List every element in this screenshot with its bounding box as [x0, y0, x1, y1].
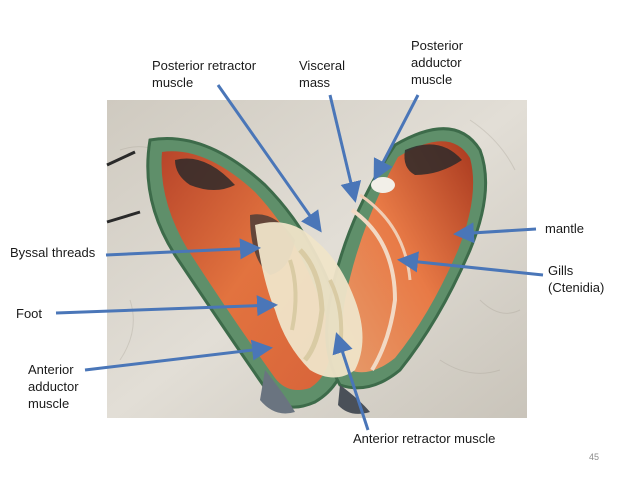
label-gills: Gills (Ctenidia) [548, 263, 605, 295]
arrow-mantle [453, 222, 537, 244]
arrow-posterior-adductor [373, 94, 420, 181]
label-anterior-adductor-muscle: Anterior adductor muscle [28, 362, 79, 411]
arrow-anterior-adductor [84, 339, 273, 372]
label-anterior-retractor-muscle: Anterior retractor muscle [353, 431, 496, 446]
arrow-visceral-mass [328, 94, 362, 203]
label-posterior-adductor-muscle: Posterior adductor muscle [411, 38, 464, 87]
label-visceral-mass: Visceral mass [299, 58, 346, 90]
arrow-foot [55, 295, 278, 317]
arrow-byssal-threads [105, 238, 261, 260]
arrow-anterior-retractor [332, 332, 370, 431]
label-posterior-retractor-muscle: Posterior retractor muscle [152, 58, 257, 90]
page-number: 45 [589, 452, 600, 462]
label-foot: Foot [16, 306, 43, 321]
annotation-arrows [55, 84, 544, 431]
label-mantle: mantle [545, 221, 585, 236]
arrow-posterior-retractor [216, 84, 322, 233]
label-byssal-threads: Byssal threads [10, 245, 96, 260]
arrow-gills [397, 251, 544, 277]
